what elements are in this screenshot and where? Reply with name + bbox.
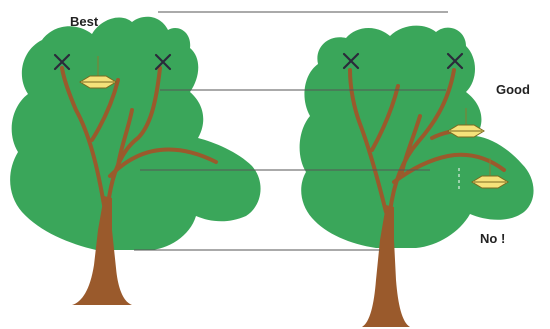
label-good: Good (496, 82, 530, 97)
right-tree: Good No ! (300, 26, 534, 327)
left-tree: Best (10, 14, 260, 305)
right-tree-foliage (300, 26, 534, 248)
left-tree-foliage (10, 17, 260, 250)
label-best: Best (70, 14, 99, 29)
label-no: No ! (480, 231, 505, 246)
